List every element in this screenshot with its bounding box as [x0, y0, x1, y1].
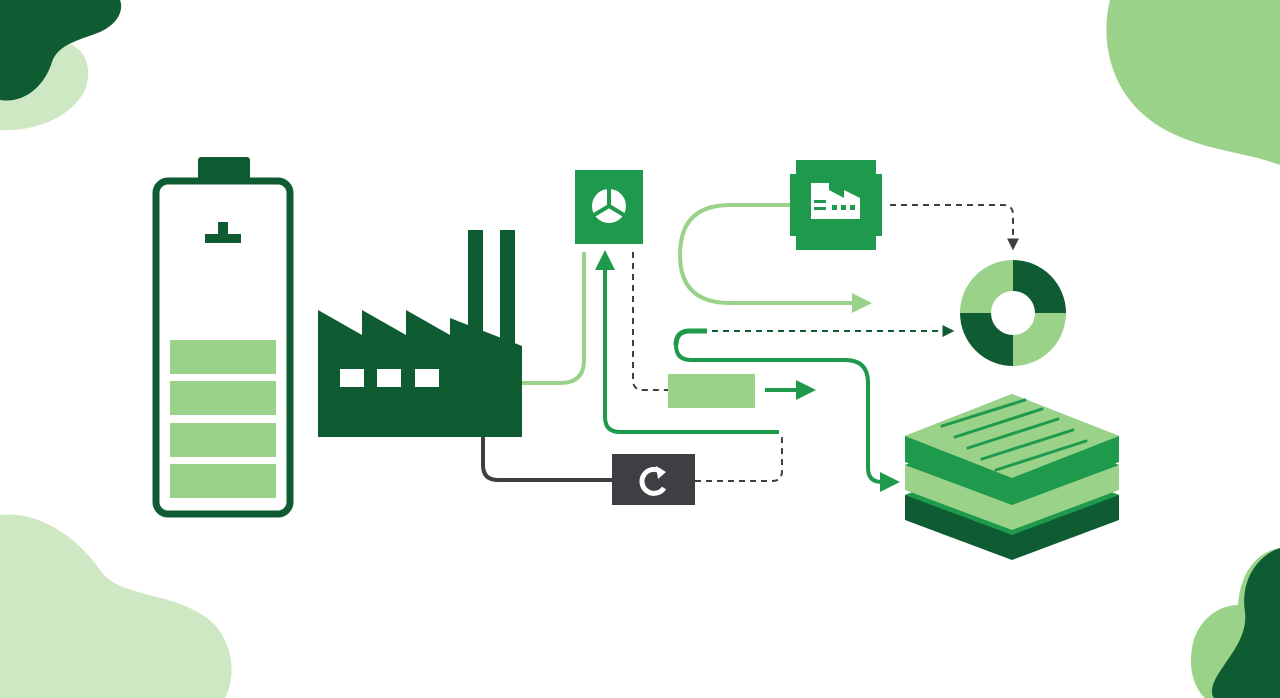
decorative-blob-bottom-left — [0, 514, 232, 698]
battery-icon — [152, 157, 294, 518]
connector-factory-to-analysis — [522, 252, 586, 385]
pie-chart-icon — [592, 189, 626, 223]
factory-window — [377, 369, 401, 387]
connector-loop-to-analysis — [595, 250, 779, 434]
battery-segment — [170, 381, 276, 415]
battery-segment — [170, 423, 276, 457]
recycle-node — [612, 454, 695, 505]
battery-segment — [170, 464, 276, 498]
factory-window — [340, 369, 364, 387]
battery-segment — [170, 340, 276, 374]
process-block — [668, 374, 755, 408]
analysis-node — [575, 170, 643, 244]
connector-recycle-to-junction — [695, 432, 783, 482]
industry-node — [790, 160, 882, 250]
factory-icon — [811, 183, 860, 219]
stacked-layers-icon — [905, 394, 1119, 560]
battery-plus-symbol — [205, 234, 241, 243]
connector-analysis-to-process — [632, 252, 668, 391]
connector-industry-curve — [677, 203, 872, 313]
connector-factory-to-recycle — [481, 437, 612, 482]
connector-loop-to-storage — [674, 344, 900, 492]
factory-icon — [318, 230, 522, 437]
factory-window — [415, 369, 439, 387]
connector-industry-to-distribution — [890, 204, 1019, 251]
donut-chart-icon — [960, 260, 1066, 366]
refresh-icon — [639, 466, 667, 496]
decorative-blob-top-left — [0, 0, 122, 131]
connector-loop-to-distribution — [673, 328, 707, 346]
decorative-blob-top-right — [1106, 0, 1280, 165]
decorative-blob-bottom-right — [1190, 548, 1280, 698]
